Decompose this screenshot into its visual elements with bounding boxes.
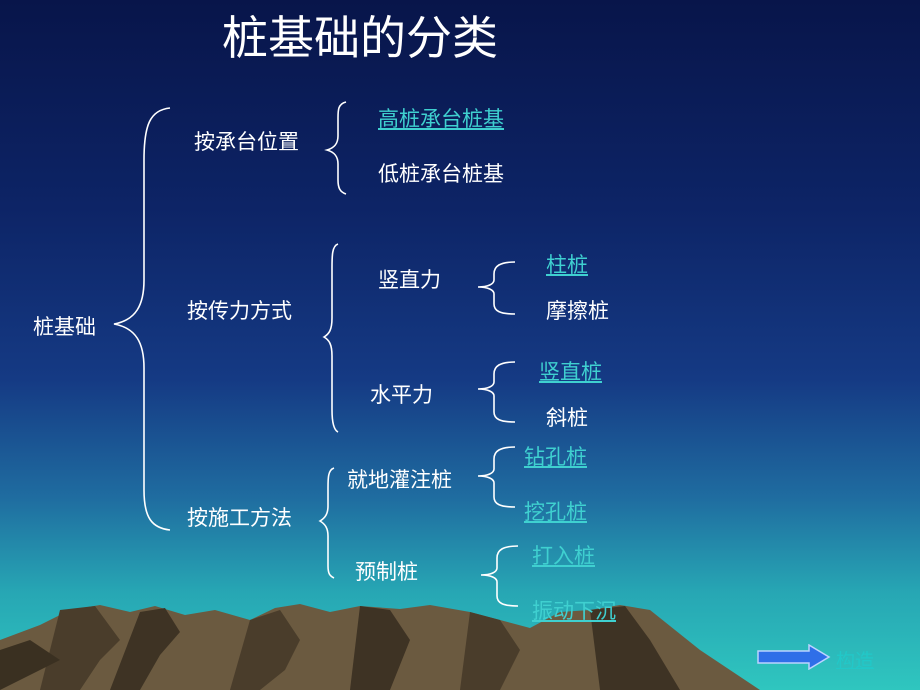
method-brace: [318, 467, 335, 579]
force-brace: [322, 243, 339, 433]
low-cap-pile-label: 低桩承台桩基: [378, 162, 504, 186]
inclined-pile-label: 斜桩: [546, 406, 588, 430]
category-cap-position: 按承台位置: [194, 130, 299, 154]
link-vibrated-sinking[interactable]: 振动下沉: [532, 599, 616, 623]
vertical-force-label: 竖直力: [378, 268, 441, 292]
precast-pile-label: 预制桩: [355, 560, 418, 584]
link-driven-pile[interactable]: 打入桩: [532, 544, 595, 568]
link-drilled-pile[interactable]: 钻孔桩: [524, 445, 587, 469]
link-vertical-pile[interactable]: 竖直桩: [539, 360, 602, 384]
category-force-transfer: 按传力方式: [187, 299, 292, 323]
next-link[interactable]: 构造: [836, 650, 875, 672]
slide-title: 桩基础的分类: [222, 11, 498, 65]
cast-in-place-pile-label: 就地灌注桩: [347, 468, 452, 492]
friction-pile-label: 摩擦桩: [546, 299, 609, 323]
vertical-force-brace: [477, 261, 516, 315]
next-arrow-icon[interactable]: [757, 644, 831, 670]
link-end-bearing-pile[interactable]: 柱桩: [546, 253, 588, 277]
link-dug-pile[interactable]: 挖孔桩: [524, 500, 587, 524]
cap-brace: [324, 101, 347, 195]
horizontal-force-brace: [477, 361, 516, 423]
link-high-cap-pile[interactable]: 高桩承台桩基: [378, 107, 504, 131]
cast-pile-brace: [477, 446, 516, 508]
root-brace: [113, 107, 171, 531]
root-label: 桩基础: [33, 315, 96, 339]
category-construction-method: 按施工方法: [187, 506, 292, 530]
horizontal-force-label: 水平力: [370, 383, 433, 407]
precast-pile-brace: [480, 545, 519, 607]
